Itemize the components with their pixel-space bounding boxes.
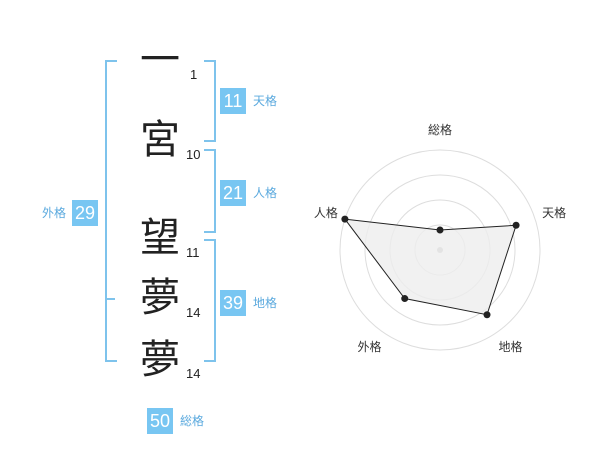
gaikaku-badge: 29 — [72, 200, 98, 226]
gaikaku-outer-bracket — [105, 60, 117, 362]
chikaku-bracket — [204, 239, 216, 362]
stroke-count-4: 14 — [186, 305, 201, 320]
tenkaku-badge: 11 — [220, 88, 246, 114]
radar-axis-label-3: 地格 — [498, 339, 522, 354]
chikaku-label: 地格 — [253, 296, 278, 310]
jinkaku-badge: 21 — [220, 180, 246, 206]
radar-grid-ring — [339, 149, 541, 351]
jinkaku-bracket — [204, 149, 216, 233]
name-char-5: 夢 — [140, 337, 180, 383]
name-char-3: 望 — [140, 215, 180, 261]
radar-axis-label-1: 総格 — [428, 122, 452, 137]
soukaku-badge: 50 — [147, 408, 173, 434]
gaikaku-inner-bracket-tick — [105, 298, 115, 300]
name-char-2: 宮 — [140, 117, 180, 163]
radar-axis-label-2: 天格 — [542, 205, 566, 220]
stroke-count-1: 1 — [190, 67, 198, 82]
jinkaku-label: 人格 — [253, 186, 278, 200]
radar-point-3 — [483, 311, 491, 319]
radar-point-2 — [512, 221, 520, 229]
tenkaku-label: 天格 — [253, 94, 278, 108]
stroke-count-2: 10 — [186, 147, 201, 162]
radar-point-1 — [436, 226, 444, 234]
name-char-4: 夢 — [140, 275, 180, 321]
soukaku-label: 総格 — [180, 414, 205, 428]
radar-axis-label-4: 外格 — [357, 339, 381, 354]
radar-point-5 — [341, 215, 349, 223]
radar-area — [343, 218, 517, 316]
tenkaku-bracket — [204, 60, 216, 142]
stroke-count-3: 11 — [186, 245, 200, 260]
radar-point-4 — [401, 295, 409, 303]
radar-grid-ring — [364, 174, 516, 326]
stroke-count-5: 14 — [186, 366, 201, 381]
name-char-1: 一 — [140, 37, 180, 83]
chikaku-badge: 39 — [220, 290, 246, 316]
radar-axis-label-5: 人格 — [314, 205, 338, 220]
gaikaku-label: 外格 — [42, 206, 67, 220]
